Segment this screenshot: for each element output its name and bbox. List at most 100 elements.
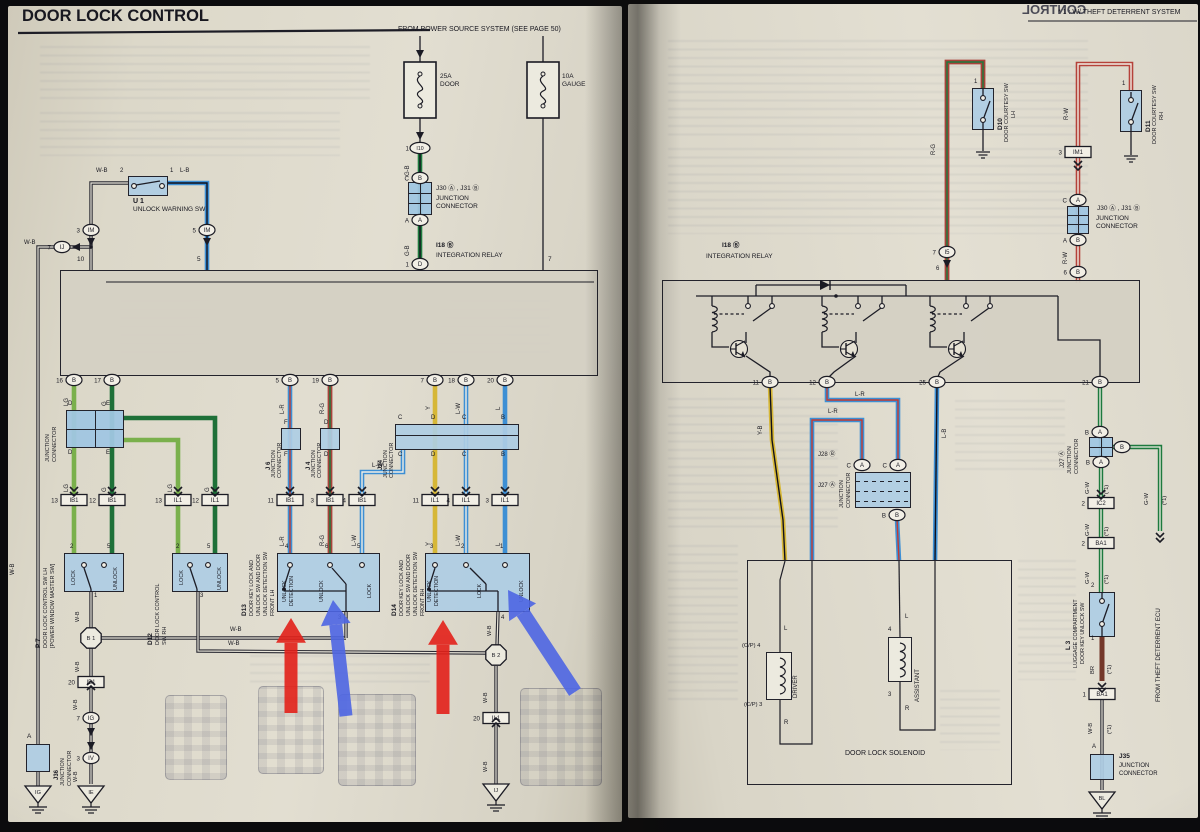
diagram-label: A — [1092, 744, 1097, 750]
diagram-label: (*1) — [1104, 574, 1110, 584]
diagram-label: F — [284, 420, 288, 426]
diagram-label: 10 — [77, 256, 85, 263]
diagram-label: 3 — [200, 593, 204, 599]
diagram-label: C — [398, 452, 403, 458]
diagram-label: UNLOCK — [217, 567, 223, 590]
diagram-label: W-B — [24, 240, 36, 246]
diagram-label: L — [496, 406, 502, 410]
ghost-text-block — [40, 46, 370, 100]
diagram-label: CONNECTOR — [52, 426, 58, 462]
diagram-label: 2 — [70, 544, 74, 550]
diagram-label: DETECTION — [289, 576, 295, 606]
junction-j8 — [66, 410, 124, 448]
diagram-label: LH — [1011, 110, 1017, 118]
diagram-label: 5 — [197, 256, 201, 263]
diagram-label: 4 — [501, 615, 505, 621]
unlock-warning-sw — [128, 176, 168, 196]
diagram-label: L-W — [456, 403, 462, 414]
driver-label: DRIVER — [793, 675, 799, 698]
diagram-label: W-B — [10, 563, 16, 575]
diagram-label: 1 — [1122, 81, 1126, 87]
diagram-label: 6 — [325, 544, 329, 550]
fuse-name: DOOR — [440, 81, 460, 88]
diagram-label: CONNECTOR — [1074, 438, 1080, 474]
diagram-label: W-B — [487, 625, 493, 636]
diagram-label: W-B — [73, 771, 79, 782]
p7-id: P 7 — [35, 638, 42, 648]
diagram-label: JUNCTION — [1096, 215, 1129, 222]
luggage-key-unlock-sw — [1089, 592, 1115, 637]
diagram-label: 6 — [936, 266, 940, 272]
diagram-label: J28 Ⓑ — [818, 452, 836, 458]
diagram-label: (C/P) 3 — [744, 702, 763, 708]
door-lock-solenoid — [747, 560, 1012, 785]
diagram-label: G-W — [1144, 493, 1150, 505]
diagram-label: 1 — [974, 79, 978, 85]
diagram-label: UNLOCK — [519, 580, 525, 602]
diagram-label: Y-B — [758, 425, 764, 435]
diagram-label: 1 — [1091, 636, 1095, 642]
d12-name: DOOR LOCK CONTROL — [155, 583, 161, 645]
diagram-label: J27 Ⓐ — [1060, 450, 1066, 468]
diagram-label: (*1) — [1107, 664, 1113, 674]
l3-id: L 3 — [1065, 640, 1072, 650]
ghost-text-block — [668, 545, 738, 705]
junction-j24 — [395, 424, 519, 450]
driver-coil-box — [766, 652, 792, 700]
u1-id: U 1 — [133, 198, 144, 205]
door-key-sw-front-rh — [425, 553, 530, 612]
ghost-text-block — [668, 40, 1088, 136]
diagram-label: D — [324, 420, 329, 426]
diagram-label: G-W — [1085, 482, 1091, 494]
diagram-label: LOCK — [477, 583, 483, 598]
diagram-label: R-G — [320, 403, 326, 414]
diagram-label: G — [102, 487, 108, 492]
diagram-label: 2 — [1091, 583, 1095, 589]
diagram-label: W-B — [75, 611, 81, 622]
diagram-label: DOOR KEY UNLOCK SW — [1080, 602, 1086, 664]
diagram-label: 2 — [120, 168, 124, 174]
diagram-label: R — [784, 720, 789, 726]
diagram-label: L-B — [180, 168, 190, 174]
diagram-label: LOCK — [367, 583, 373, 598]
diagram-label: INTEGRATION RELAY — [436, 252, 503, 259]
diagram-label: W-B — [73, 699, 79, 710]
diagram-label: E — [106, 450, 111, 456]
ghost-text-block — [940, 690, 1000, 750]
diagram-label: E — [106, 401, 111, 407]
ghost-connector — [338, 694, 416, 786]
ghost-connector — [258, 686, 324, 774]
junction-j27-small — [1089, 437, 1113, 457]
diagram-label: LOCK — [179, 570, 185, 585]
diagram-label: G-B — [405, 245, 411, 256]
l3-name: LUGGAGE COMPARTMENT — [1073, 599, 1079, 668]
ghost-connector — [520, 688, 602, 786]
diagram-label: 1 — [500, 544, 504, 550]
door-courtesy-sw-lh — [972, 88, 994, 130]
door-courtesy-sw-rh — [1120, 90, 1142, 132]
diagram-label: CONNECTOR — [846, 472, 852, 508]
diagram-label: A — [27, 733, 32, 740]
diagram-label: (*1) — [1104, 484, 1110, 494]
diagram-label: L-R — [855, 392, 865, 398]
junction-j6 — [281, 428, 301, 450]
diagram-label: CONNECTOR — [277, 442, 283, 478]
diagram-label: (*1) — [1104, 526, 1110, 536]
theft-ecu: FROM THEFT DETERRENT ECU — [1155, 608, 1162, 702]
diagram-label: 7 — [548, 256, 552, 263]
diagram-label: L-R — [828, 409, 838, 415]
diagram-label: JUNCTION — [436, 195, 469, 202]
diagram-label: FRONT RH — [420, 588, 426, 616]
fuse-amp: 10A — [562, 73, 574, 80]
diagram-label: [POWER WINDOW MASTER SW] — [50, 563, 56, 648]
junction-j35 — [1090, 754, 1114, 780]
j35-id: J35 — [1119, 753, 1130, 760]
d11-name: DOOR COURTESY SW — [1152, 85, 1158, 144]
power-source-note: FROM POWER SOURCE SYSTEM (SEE PAGE 50) — [398, 26, 561, 33]
relay-id: I18 Ⓑ — [436, 242, 454, 249]
u1-name: UNLOCK WARNING SW — [133, 206, 206, 213]
d13-name: DOOR KEY LOCK AND — [249, 559, 255, 616]
theft-note: * 1 : W/ THEFT DETERRENT SYSTEM — [1058, 9, 1181, 16]
diagram-label: W-B — [230, 627, 242, 633]
diagram-label: CONNECTOR — [389, 442, 395, 478]
